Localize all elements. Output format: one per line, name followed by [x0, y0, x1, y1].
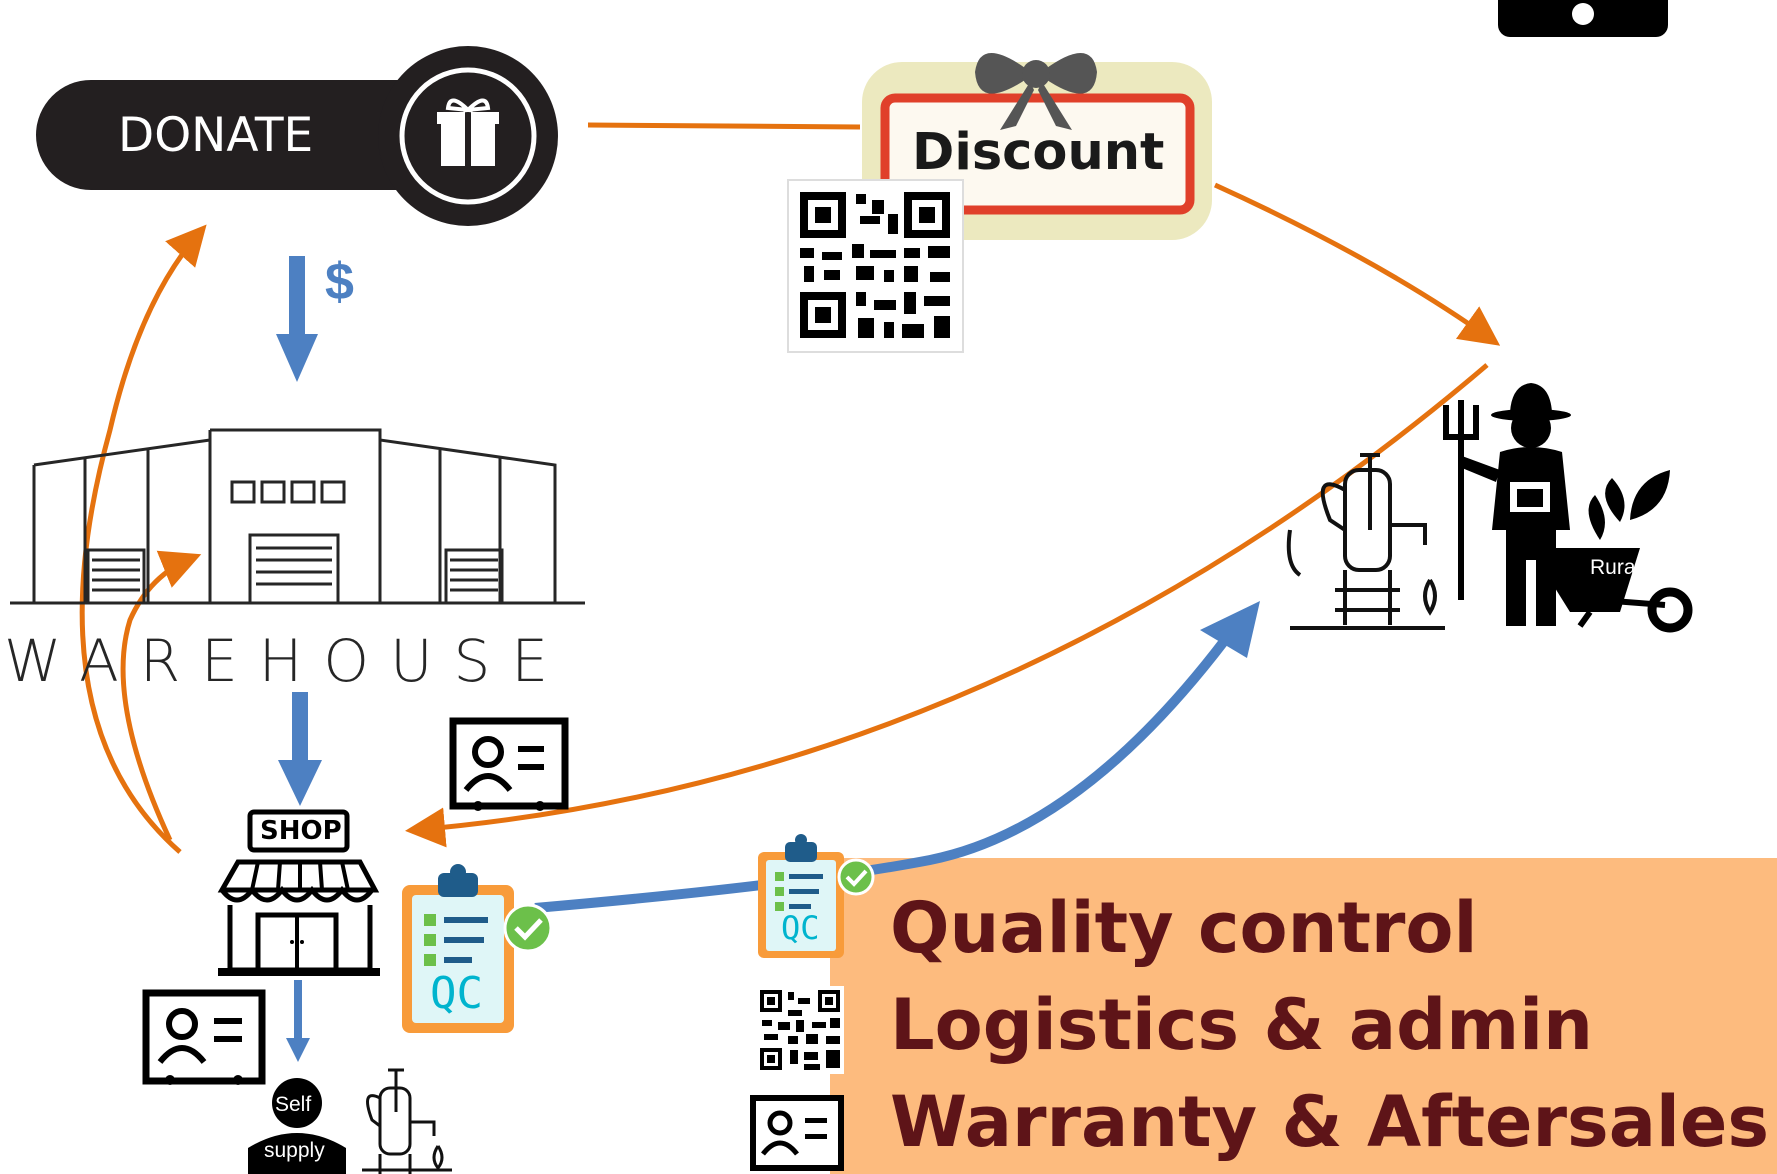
- arrow-warehouse-to-shop-head: [278, 760, 322, 806]
- id-card-icon: [750, 1095, 844, 1171]
- qc-label: QC: [781, 909, 820, 947]
- arrow-qc-to-rural-head: [1200, 601, 1260, 658]
- legend-warranty-aftersales: Warranty & Aftersales: [890, 1081, 1770, 1163]
- clipboard-check-icon: [758, 834, 875, 958]
- arrow-shop-to-warehouse: [120, 550, 202, 842]
- arrow-donate-to-discount: [587, 122, 861, 130]
- bow-icon: [975, 52, 1097, 130]
- arrow-rural-to-shop: [405, 363, 1489, 848]
- arrow-qc-to-rural: [534, 636, 1229, 913]
- arrow-donate-to-warehouse-head: [276, 334, 318, 382]
- id-card-icon: [142, 989, 266, 1085]
- donate-label: DONATE: [118, 108, 314, 163]
- legend-panel: [830, 858, 1777, 1174]
- gift-icon: [437, 98, 499, 166]
- money-label: $: [325, 253, 354, 311]
- qc-label: QC: [430, 968, 483, 1019]
- wheelbarrow-icon: [1530, 470, 1693, 633]
- water-pump-icon: [1286, 453, 1445, 630]
- farmer-icon: [1443, 383, 1571, 626]
- legend-logistics-admin: Logistics & admin: [890, 984, 1593, 1066]
- warehouse-label: WAREHOUSE: [4, 627, 569, 695]
- arrow-donate-to-warehouse-shaft: [289, 256, 305, 336]
- id-card-icon: [449, 717, 569, 811]
- donate-button: [36, 46, 558, 226]
- legend-quality-control: Quality control: [890, 887, 1478, 969]
- rural-label: Rural: [1590, 556, 1641, 579]
- discount-label: Discount: [912, 123, 1165, 182]
- clipboard-check-icon: [402, 864, 553, 1033]
- self-label: Self: [275, 1093, 312, 1116]
- supply-label: supply: [264, 1139, 325, 1162]
- qr-code-icon: [756, 986, 844, 1074]
- arrow-shop-to-self-shaft: [294, 980, 302, 1040]
- arrow-shop-to-self-head: [286, 1038, 310, 1062]
- qr-code-icon: [787, 179, 964, 353]
- arrow-shop-to-donate: [79, 224, 207, 854]
- arrow-discount-to-rural: [1213, 182, 1501, 346]
- warehouse-icon: [10, 428, 585, 605]
- water-pump-icon: [362, 1068, 452, 1174]
- camera-icon: [1498, 0, 1668, 37]
- shop-label: SHOP: [260, 816, 342, 846]
- arrow-warehouse-to-shop-shaft: [292, 692, 308, 762]
- person-icon: [248, 1078, 346, 1174]
- shop-icon: [217, 809, 380, 976]
